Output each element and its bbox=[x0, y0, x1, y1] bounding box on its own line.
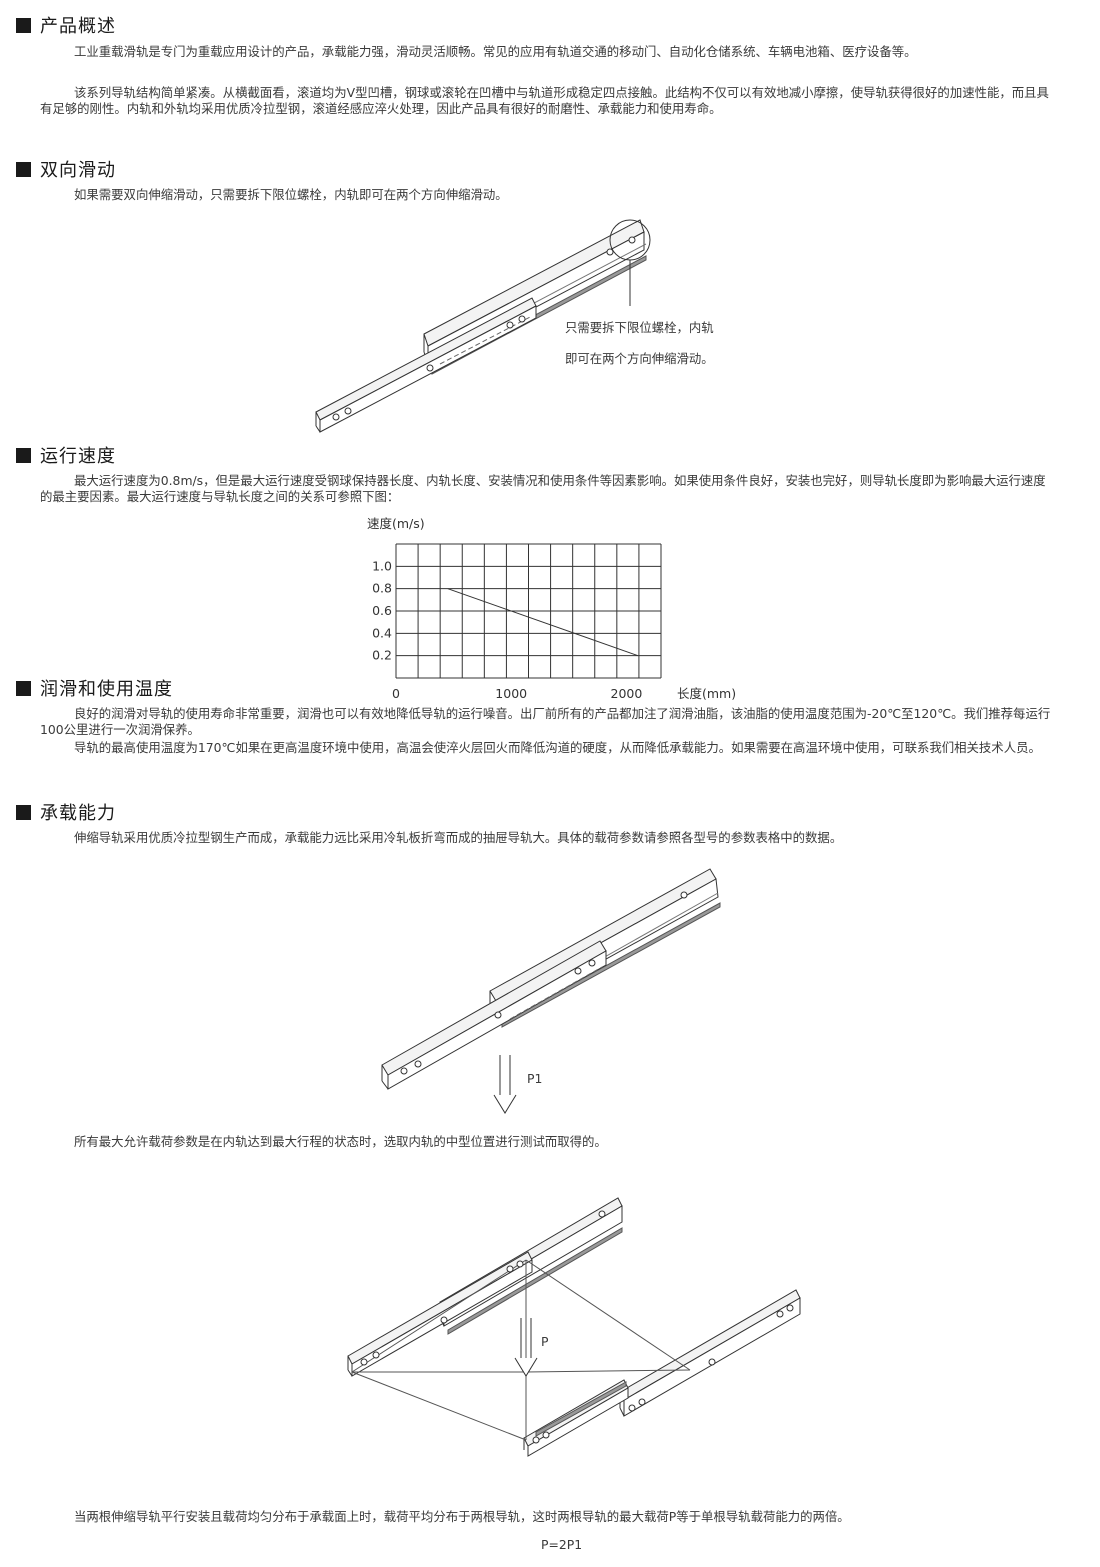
square-bullet-icon bbox=[16, 17, 31, 33]
square-bullet-icon bbox=[16, 804, 31, 820]
mount-hole-icon bbox=[628, 1404, 636, 1412]
load-paragraph-3: 当两根伸缩导轨平行安装且载荷均匀分布于承载面上时，载荷平均分布于两根导轨，这时两… bbox=[74, 1509, 850, 1524]
mount-hole-icon bbox=[588, 959, 596, 967]
chart-y-axis-label: 速度(m/s) bbox=[367, 516, 425, 531]
mount-hole-icon bbox=[532, 1436, 540, 1444]
section-heading-overview: 产品概述 bbox=[16, 13, 116, 37]
chart-y-tick-label: 0.2 bbox=[372, 648, 392, 663]
section-title: 运行速度 bbox=[40, 446, 116, 467]
mount-hole-icon bbox=[680, 891, 688, 899]
mount-hole-icon bbox=[332, 413, 340, 421]
chart-x-tick-label: 2000 bbox=[611, 686, 643, 701]
section-heading-load: 承载能力 bbox=[16, 800, 116, 824]
section-title: 润滑和使用温度 bbox=[40, 679, 173, 700]
limit-bolt-icon bbox=[628, 236, 636, 244]
load-paragraph-1: 伸缩导轨采用优质冷拉型钢生产而成，承载能力远比采用冷轧板折弯而成的抽屉导轨大。具… bbox=[74, 830, 843, 845]
mount-hole-icon bbox=[344, 407, 352, 415]
square-bullet-icon bbox=[16, 161, 31, 177]
overview-paragraph-2: 该系列导轨结构简单紧凑。从横截面看，滚道均为V型凹槽，钢球或滚轮在凹槽中与轨道形… bbox=[40, 85, 1049, 116]
chart-x-axis-label: 长度(mm) bbox=[677, 686, 736, 701]
mount-hole-icon bbox=[494, 1011, 502, 1019]
chart-x-tick-label: 1000 bbox=[495, 686, 527, 701]
section-heading-lubrication: 润滑和使用温度 bbox=[16, 676, 173, 700]
mount-hole-icon bbox=[708, 1358, 716, 1366]
chart-y-tick-label: 0.6 bbox=[372, 603, 392, 618]
load-label-p1: P1 bbox=[527, 1071, 543, 1086]
chart-y-tick-label: 0.8 bbox=[372, 581, 392, 596]
mount-hole-icon bbox=[598, 1210, 606, 1218]
speed-paragraph: 最大运行速度为0.8m/s，但是最大运行速度受钢球保持器长度、内轨长度、安装情况… bbox=[40, 473, 1046, 504]
mount-hole-icon bbox=[506, 1265, 514, 1273]
mount-hole-icon bbox=[542, 1431, 550, 1439]
mount-hole-icon bbox=[414, 1060, 422, 1068]
square-bullet-icon bbox=[16, 680, 31, 696]
chart-series-line bbox=[447, 588, 639, 657]
load-formula: P=2P1 bbox=[541, 1537, 583, 1552]
square-bullet-icon bbox=[16, 447, 31, 463]
mount-hole-icon bbox=[506, 321, 514, 329]
mount-hole-icon bbox=[574, 967, 582, 975]
callout-text-line-1: 只需要拆下限位螺栓，内轨 bbox=[565, 320, 714, 335]
mount-hole-icon bbox=[440, 1316, 448, 1324]
mount-hole-icon bbox=[518, 315, 526, 323]
section-heading-bidirectional: 双向滑动 bbox=[16, 157, 116, 181]
mount-hole-icon bbox=[776, 1310, 784, 1318]
rail-diagram-parallel-load bbox=[347, 1197, 801, 1457]
rail-diagram-single-load bbox=[381, 868, 721, 1114]
speed-length-chart: 速度(m/s) 长度(mm) 0.2 0.4 0.6 0.8 1.0 0 1000 2000 bbox=[367, 516, 736, 701]
mount-hole-icon bbox=[400, 1067, 408, 1075]
section-title: 产品概述 bbox=[40, 16, 116, 37]
lubrication-paragraph-2: 导轨的最高使用温度为170℃如果在更高温度环境中使用，高温会使淬火层回火而降低沟… bbox=[74, 740, 1041, 755]
mount-hole-icon bbox=[372, 1351, 380, 1359]
mount-hole-icon bbox=[426, 364, 434, 372]
chart-x-tick-label: 0 bbox=[392, 686, 400, 701]
chart-y-tick-label: 1.0 bbox=[372, 558, 392, 573]
mount-hole-icon bbox=[786, 1304, 794, 1312]
load-label-p: P bbox=[541, 1334, 549, 1349]
lubrication-paragraph-1: 良好的润滑对导轨的使用寿命非常重要，润滑也可以有效地降低导轨的运行噪音。出厂前所… bbox=[40, 706, 1051, 737]
bidirectional-paragraph: 如果需要双向伸缩滑动，只需要拆下限位螺栓，内轨即可在两个方向伸缩滑动。 bbox=[74, 187, 508, 202]
section-title: 双向滑动 bbox=[40, 160, 116, 181]
overview-paragraph-1: 工业重载滑轨是专门为重载应用设计的产品，承载能力强，滑动灵活顺畅。常见的应用有轨… bbox=[74, 44, 917, 59]
mount-hole-icon bbox=[516, 1260, 524, 1268]
load-paragraph-2: 所有最大允许载荷参数是在内轨达到最大行程的状态时，选取内轨的中型位置进行测试而取… bbox=[74, 1134, 607, 1149]
mount-hole-icon bbox=[638, 1398, 646, 1406]
mount-hole-icon bbox=[360, 1358, 368, 1366]
section-heading-speed: 运行速度 bbox=[16, 443, 116, 467]
rail-diagram-bidirectional bbox=[315, 219, 651, 433]
chart-y-tick-label: 0.4 bbox=[372, 625, 392, 640]
mount-hole-icon bbox=[606, 248, 614, 256]
section-title: 承载能力 bbox=[40, 803, 116, 824]
callout-text-line-2: 即可在两个方向伸缩滑动。 bbox=[565, 351, 714, 366]
